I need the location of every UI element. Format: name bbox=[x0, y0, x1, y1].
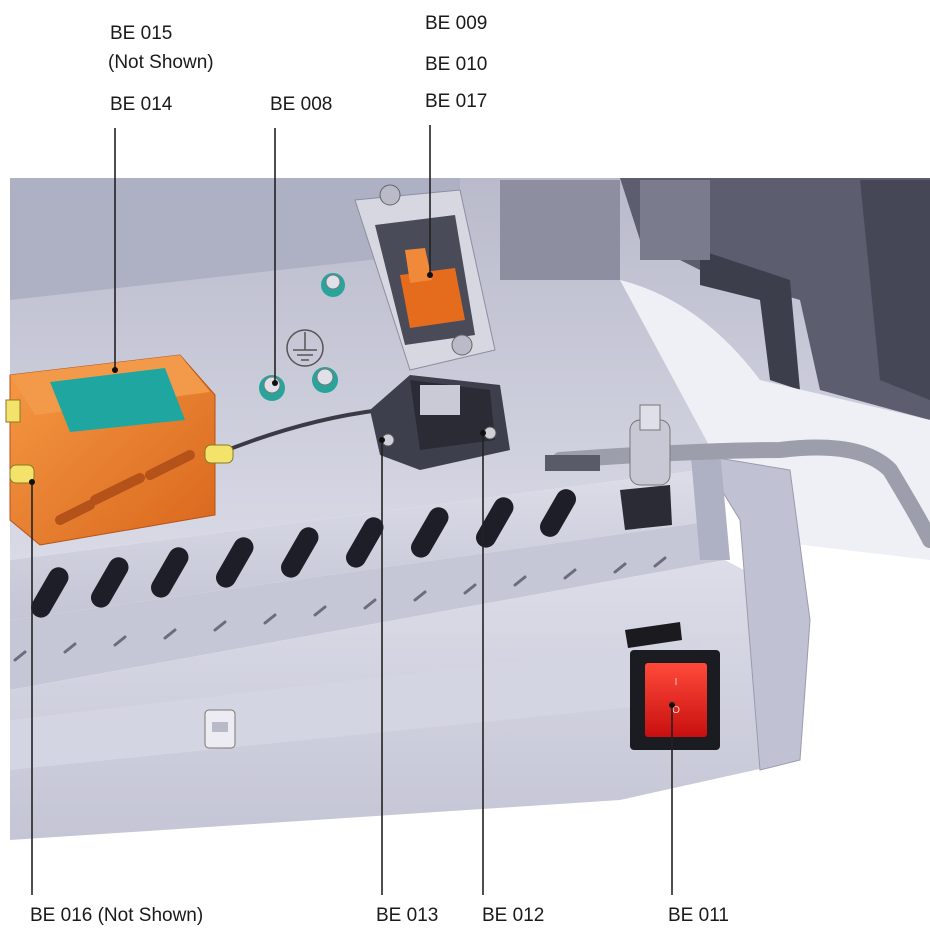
label-be016: BE 016 (Not Shown) bbox=[30, 905, 204, 926]
line-filter-be014 bbox=[5, 354, 234, 546]
label-be013: BE 013 bbox=[376, 905, 439, 926]
leader-lines bbox=[31, 125, 673, 895]
label-be009: BE 009 bbox=[425, 13, 488, 34]
label-be012: BE 012 bbox=[482, 905, 545, 926]
leader-dots bbox=[29, 272, 675, 708]
micro-switch-be009 bbox=[354, 184, 496, 371]
ground-stud-be008 bbox=[259, 273, 345, 401]
label-be015-note: (Not Shown) bbox=[108, 52, 214, 73]
label-be017: BE 017 bbox=[425, 91, 488, 112]
cable-clip bbox=[204, 709, 236, 749]
label-be014: BE 014 bbox=[110, 94, 173, 115]
label-be008: BE 008 bbox=[270, 94, 333, 115]
label-be010: BE 010 bbox=[425, 54, 488, 75]
switch-off-symbol: O bbox=[672, 705, 680, 716]
ground-symbol-icon bbox=[286, 329, 324, 367]
grounding-bolt bbox=[620, 404, 672, 530]
rail-slots bbox=[31, 489, 576, 618]
label-be015: BE 015 bbox=[110, 23, 173, 44]
label-be011: BE 011 bbox=[668, 905, 729, 926]
power-switch-be011: I O bbox=[625, 622, 720, 750]
switch-on-symbol: I bbox=[675, 677, 678, 688]
rail-small-slots bbox=[13, 556, 667, 662]
interlock-switch-be012 bbox=[370, 375, 510, 470]
